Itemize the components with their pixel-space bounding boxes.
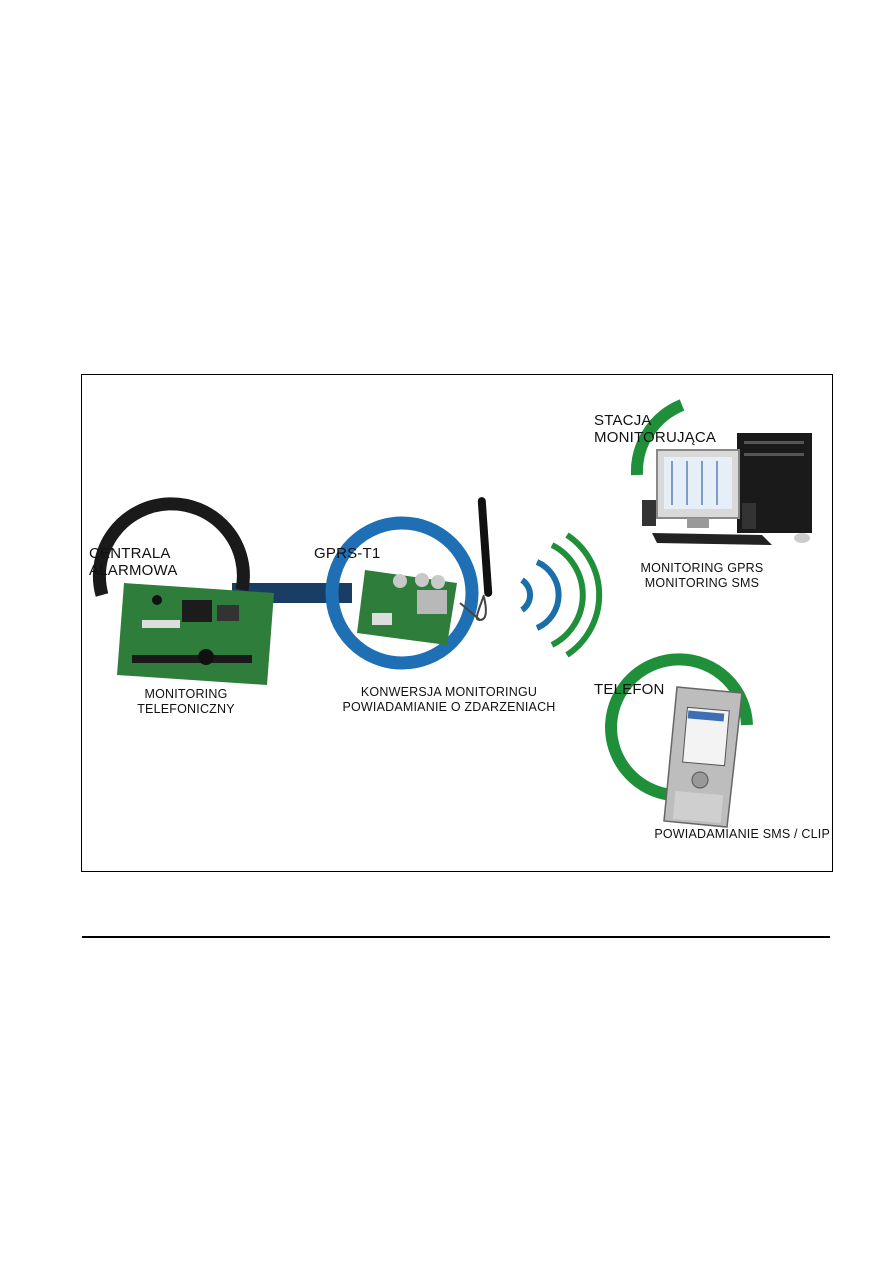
- horizontal-rule: [82, 936, 830, 938]
- station-caption-line2: MONITORING SMS: [644, 576, 760, 590]
- alarm-panel-title-line1: CENTRALA: [89, 545, 171, 562]
- gprs-module-caption: KONWERSJA MONITORINGU POWIADAMIANIE O ZD…: [314, 685, 584, 715]
- mobile-phone-icon: [663, 686, 743, 828]
- diagram-graphics: [92, 399, 812, 828]
- phone-caption: POWIADAMIANIE SMS / CLIP: [654, 827, 830, 841]
- alarm-panel-ring: [92, 497, 250, 597]
- alarm-panel-title: CENTRALA ALARMOWA: [89, 545, 178, 579]
- gprs-module-caption-line1: KONWERSJA MONITORINGU: [360, 685, 538, 699]
- alarm-panel-caption-line2: TELEFONICZNY: [137, 702, 235, 716]
- station-caption-line1: MONITORING GPRS: [640, 561, 764, 575]
- station-caption: MONITORING GPRS MONITORING SMS: [622, 561, 782, 591]
- gprs-module-board-icon: [357, 570, 457, 645]
- system-diagram: CENTRALA ALARMOWA MONITORING TELEFONICZN…: [81, 374, 833, 872]
- antenna-icon: [459, 497, 493, 622]
- alarm-panel-board-icon: [117, 583, 274, 685]
- gprs-module-ring: [325, 516, 479, 670]
- phone-title: TELEFON: [594, 681, 665, 698]
- station-title: STACJA MONITORUJĄCA: [594, 412, 716, 446]
- station-title-line2: MONITORUJĄCA: [594, 429, 717, 446]
- alarm-panel-title-line2: ALARMOWA: [89, 562, 178, 579]
- station-ring: [630, 399, 685, 476]
- alarm-panel-caption-line1: MONITORING: [144, 687, 228, 701]
- gprs-module-caption-line2: POWIADAMIANIE O ZDARZENIACH: [342, 700, 556, 714]
- computer-icon: [642, 433, 812, 545]
- radio-waves-icon: [520, 532, 603, 658]
- phone-ring: [605, 653, 753, 801]
- station-title-line1: STACJA: [594, 412, 652, 429]
- gprs-module-title: GPRS-T1: [314, 545, 381, 562]
- alarm-panel-caption: MONITORING TELEFONICZNY: [117, 687, 255, 717]
